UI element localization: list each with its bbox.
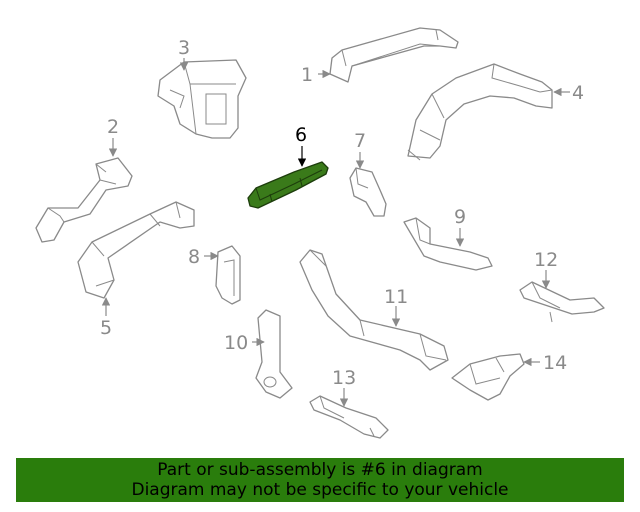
svg-text:6: 6: [295, 124, 307, 146]
part-3-housing: [157, 59, 247, 139]
part-8-bracket: [215, 245, 241, 305]
svg-text:10: 10: [224, 332, 248, 354]
parts-diagram: 1 2 3 4 5 6 7 8 9 10 11 12: [35, 27, 605, 439]
callout-12: 12: [534, 249, 558, 289]
callout-2: 2: [107, 116, 119, 157]
svg-text:7: 7: [354, 130, 366, 152]
part-6-highlighted: [247, 161, 329, 209]
part-12-bracket: [519, 281, 605, 323]
callout-9: 9: [454, 206, 466, 247]
svg-text:9: 9: [454, 206, 466, 228]
callout-11: 11: [384, 286, 408, 327]
callout-13: 13: [332, 367, 356, 407]
svg-text:14: 14: [543, 352, 567, 374]
callout-8: 8: [188, 246, 219, 268]
svg-text:2: 2: [107, 116, 119, 138]
part-9-bracket: [403, 217, 493, 271]
svg-text:3: 3: [178, 37, 190, 59]
part-7-bracket: [349, 167, 387, 217]
banner-line-1: Part or sub-assembly is #6 in diagram: [157, 460, 483, 480]
part-11-duct: [299, 249, 449, 371]
callout-10: 10: [224, 332, 265, 354]
part-1-duct: [329, 27, 459, 83]
callout-1: 1: [301, 64, 331, 86]
svg-text:13: 13: [332, 367, 356, 389]
callout-4: 4: [553, 82, 584, 104]
callout-6: 6: [295, 124, 307, 167]
callout-7: 7: [354, 130, 366, 169]
part-14-duct: [451, 353, 525, 401]
callout-5: 5: [100, 297, 112, 339]
part-5-duct: [77, 201, 195, 299]
svg-text:4: 4: [572, 82, 584, 104]
svg-text:5: 5: [100, 317, 112, 339]
svg-text:1: 1: [301, 64, 313, 86]
part-13-bracket: [309, 395, 389, 439]
banner-line-2: Diagram may not be specific to your vehi…: [131, 480, 509, 500]
info-banner: Part or sub-assembly is #6 in diagram Di…: [16, 458, 624, 502]
callout-14: 14: [523, 352, 567, 374]
callout-3: 3: [178, 37, 190, 71]
part-10-duct: [255, 309, 293, 399]
part-4-duct: [407, 63, 553, 161]
part-2-duct: [35, 157, 133, 243]
svg-text:11: 11: [384, 286, 408, 308]
svg-text:8: 8: [188, 246, 200, 268]
svg-text:12: 12: [534, 249, 558, 271]
